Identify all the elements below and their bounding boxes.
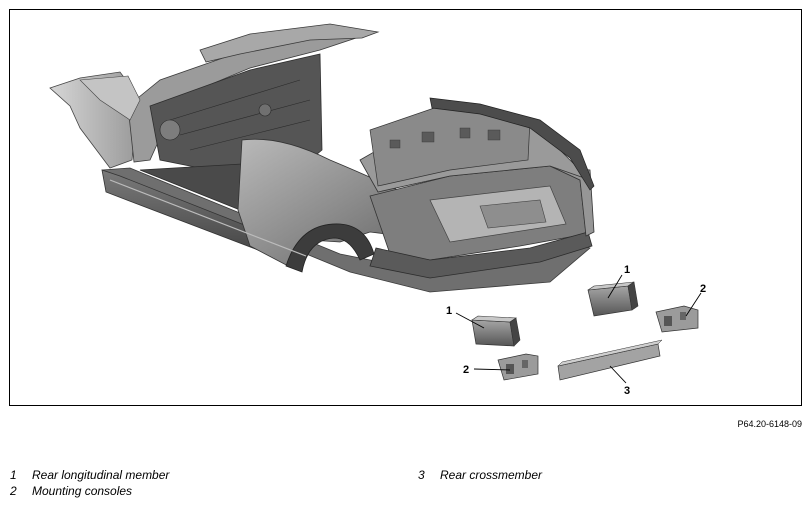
callout-1-right: 1: [624, 264, 630, 276]
callouts: [455, 274, 702, 384]
figure-reference: P64.20-6148-09: [737, 419, 802, 429]
legend-number: 2: [10, 484, 17, 498]
legend-label: Mounting consoles: [32, 484, 133, 498]
body-shell-diagram: 1 1 2 2 3: [49, 23, 706, 397]
legend-item: 1 Rear longitudinal member: [10, 468, 169, 482]
rear-longitudinal-member-right: [587, 281, 639, 317]
callout-2-left: 2: [463, 364, 469, 376]
legend-label: Rear longitudinal member: [32, 468, 170, 482]
rear-crossmember: [557, 339, 663, 381]
legend-label: Rear crossmember: [440, 468, 543, 482]
legend-item: 3 Rear crossmember: [418, 468, 542, 482]
callout-1-left: 1: [446, 305, 452, 317]
spare-well: [479, 199, 547, 229]
callout-2-right: 2: [700, 283, 706, 295]
vehicle-body-shell: [49, 23, 595, 293]
rear-top-rail: [429, 97, 595, 191]
rear-longitudinal-member-left: [471, 315, 521, 347]
figure-frame: 1 1 2 2 3: [9, 9, 802, 406]
front-cowl: [79, 75, 141, 121]
legend: 1 Rear longitudinal member 2 Mounting cons…: [10, 468, 805, 504]
callout-3: 3: [624, 385, 630, 397]
legend-item: 2 Mounting consoles: [10, 484, 132, 498]
legend-number: 1: [10, 468, 17, 482]
mounting-console-right: [655, 305, 699, 333]
rear-wheel-arch: [285, 223, 375, 273]
rear-panel: [369, 231, 593, 279]
windshield-frame: [199, 23, 380, 63]
mounting-console-left: [497, 353, 539, 381]
legend-number: 3: [418, 468, 425, 482]
